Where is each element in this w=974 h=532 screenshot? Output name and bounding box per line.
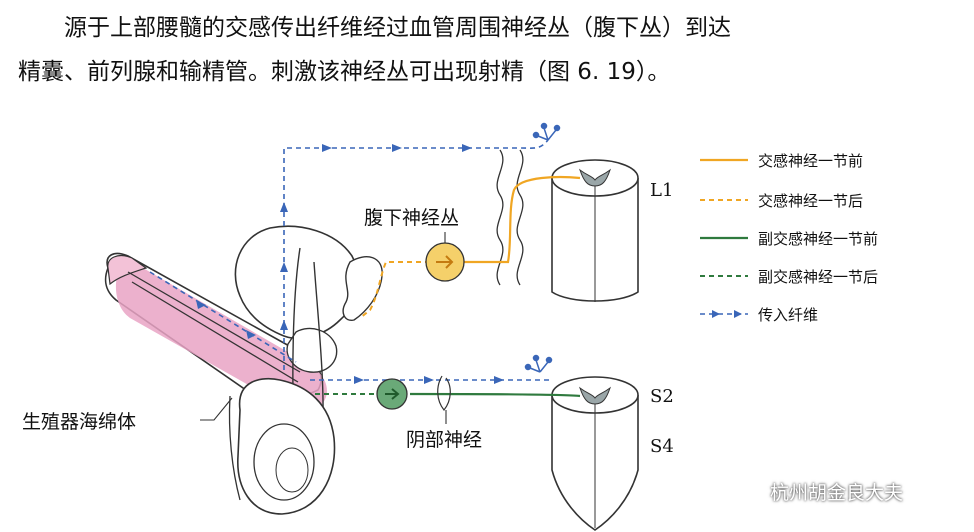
parasympathetic-preganglionic	[409, 392, 581, 398]
label-segment-s2: S2	[650, 386, 674, 407]
sympathetic-preganglionic	[460, 175, 581, 264]
legend-afferent-arrows	[712, 310, 742, 318]
paragraph-line-1: 源于上部腰髓的交感传出纤维经过血管周围神经丛（腹下丛）到达	[64, 15, 731, 41]
erectile-tissue	[115, 264, 327, 411]
wechat-icon	[744, 483, 766, 500]
legend-label-3: 副交感神经一节后	[758, 268, 878, 286]
pudendal-loop	[437, 375, 451, 411]
legend: 交感神经一节前 交感神经一节后 副交感神经一节前 副交感神经一节后 传入纤维	[700, 152, 878, 324]
paragraph-line-2: 精囊、前列腺和输精管。刺激该神经丛可出现射精（图 6. 19）。	[18, 59, 671, 85]
genital-anatomy	[104, 225, 383, 515]
spinal-cord-upper	[551, 159, 639, 302]
label-segment-s4: S4	[650, 436, 674, 457]
legend-label-1: 交感神经一节后	[758, 192, 863, 210]
label-pudendal-nerve: 阴部神经	[406, 429, 482, 451]
label-hypogastric-plexus: 腹下神经丛	[364, 207, 459, 229]
sympathetic-postganglionic	[359, 261, 430, 319]
watermark-text: 杭州胡金良大夫	[770, 482, 904, 504]
prostate	[286, 327, 338, 373]
afferent-arrowheads	[196, 144, 504, 384]
watermark: 杭州胡金良大夫	[744, 478, 903, 505]
label-segment-l1: L1	[650, 180, 673, 201]
legend-label-2: 副交感神经一节前	[758, 230, 878, 248]
receptor-endings	[524, 122, 561, 373]
legend-label-4: 传入纤维	[758, 306, 818, 324]
hypogastric-ganglion	[425, 242, 465, 282]
pelvic-ganglion	[376, 378, 408, 410]
seminal-vesicle	[342, 256, 383, 321]
legend-label-0: 交感神经一节前	[758, 152, 863, 170]
spinal-cord-lower	[551, 376, 639, 531]
label-corpus-cavernosum: 生殖器海绵体	[22, 411, 136, 433]
body-paragraph: 源于上部腰髓的交感传出纤维经过血管周围神经丛（腹下丛）到达 精囊、前列腺和输精管…	[18, 6, 968, 94]
